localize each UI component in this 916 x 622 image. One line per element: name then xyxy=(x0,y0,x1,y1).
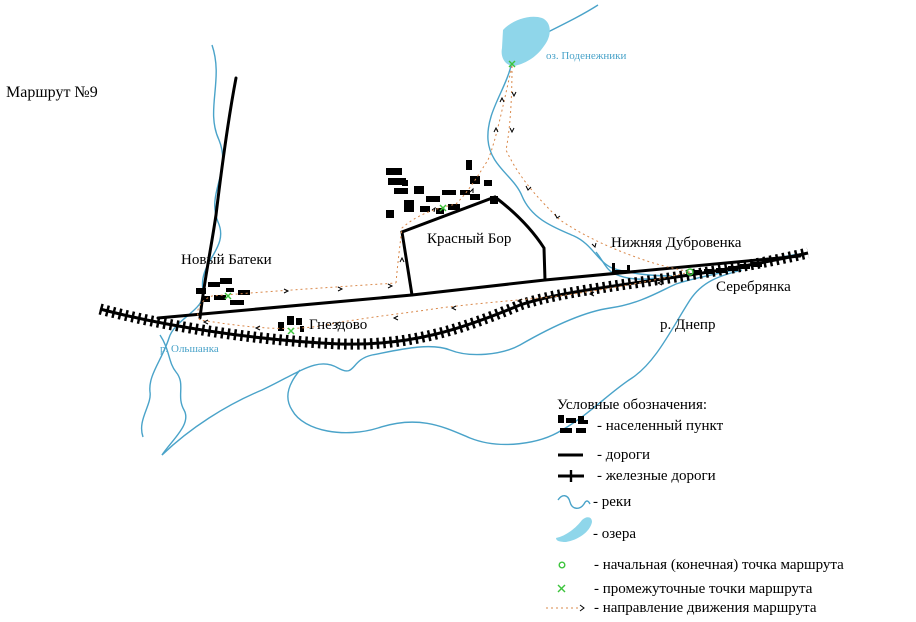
settlement-novy-bateki xyxy=(196,278,250,305)
dnepr-river xyxy=(161,253,801,456)
road-north xyxy=(198,76,238,320)
rivers xyxy=(140,4,801,456)
legend-start-point-text: - начальная (конечная) точка маршрута xyxy=(594,557,844,573)
route-lake-leg xyxy=(505,65,691,273)
lake-inflow xyxy=(547,4,599,33)
waypoint-icon-lake xyxy=(508,60,516,68)
route-direction-arrows xyxy=(202,91,663,331)
label-serebryanka: Серебрянка xyxy=(716,279,791,295)
legend-lakes-text: - озера xyxy=(593,526,636,542)
dnepr-bank-south xyxy=(287,269,743,446)
settlement-legend-icon xyxy=(558,415,588,433)
direction-legend-icon xyxy=(546,604,585,612)
label-olshanka: р. Ольшанка xyxy=(160,343,219,355)
legend-rivers-text: - реки xyxy=(593,494,631,510)
start-point-icon xyxy=(686,268,694,276)
lake-legend-icon xyxy=(556,517,592,542)
label-krasny-bor: Красный Бор xyxy=(427,231,511,247)
settlement-gnezdovo xyxy=(278,316,304,332)
legend-settlement-text: - населенный пункт xyxy=(597,418,724,434)
olshanka-river xyxy=(140,44,224,438)
label-nizhnyaya-dubrovenka: Нижняя Дубровенка xyxy=(611,235,742,251)
legend: Условные обозначения: - населенный пункт… xyxy=(546,397,844,616)
tributary-stream xyxy=(159,334,187,456)
label-dnepr: р. Днепр xyxy=(660,317,715,333)
railway-legend-icon xyxy=(558,470,584,482)
legend-waypoints-text: - промежуточные точки маршрута xyxy=(594,581,813,597)
settlement-nizhnyaya-dubrovenka xyxy=(612,263,630,273)
legend-heading: Условные обозначения: xyxy=(557,397,707,413)
label-novy-bateki: Новый Батеки xyxy=(181,252,272,268)
route-west-leg xyxy=(197,282,397,321)
settlement-krasny-bor xyxy=(386,160,498,218)
lake-podenezhniki xyxy=(501,16,550,66)
waypoint-icon-gnezdovo xyxy=(287,327,295,335)
waypoint-icon-krasny-bor xyxy=(439,204,447,212)
settlement-serebryanka xyxy=(694,262,762,275)
label-gnezdovo: Гнездово xyxy=(309,317,367,333)
waypoint-icon-novy-bateki xyxy=(224,292,232,300)
route-krasny-bor-leg xyxy=(395,65,513,284)
legend-railways-text: - железные дороги xyxy=(597,468,716,484)
label-lake: оз. Поденежники xyxy=(546,50,626,62)
legend-roads-text: - дороги xyxy=(597,447,650,463)
legend-direction-text: - направление движения маршрута xyxy=(594,600,817,616)
start-point-legend-icon xyxy=(558,561,566,569)
waypoint-legend-icon xyxy=(557,584,566,593)
map-title: Маршрут №9 xyxy=(6,84,98,101)
river-legend-icon xyxy=(557,495,591,509)
